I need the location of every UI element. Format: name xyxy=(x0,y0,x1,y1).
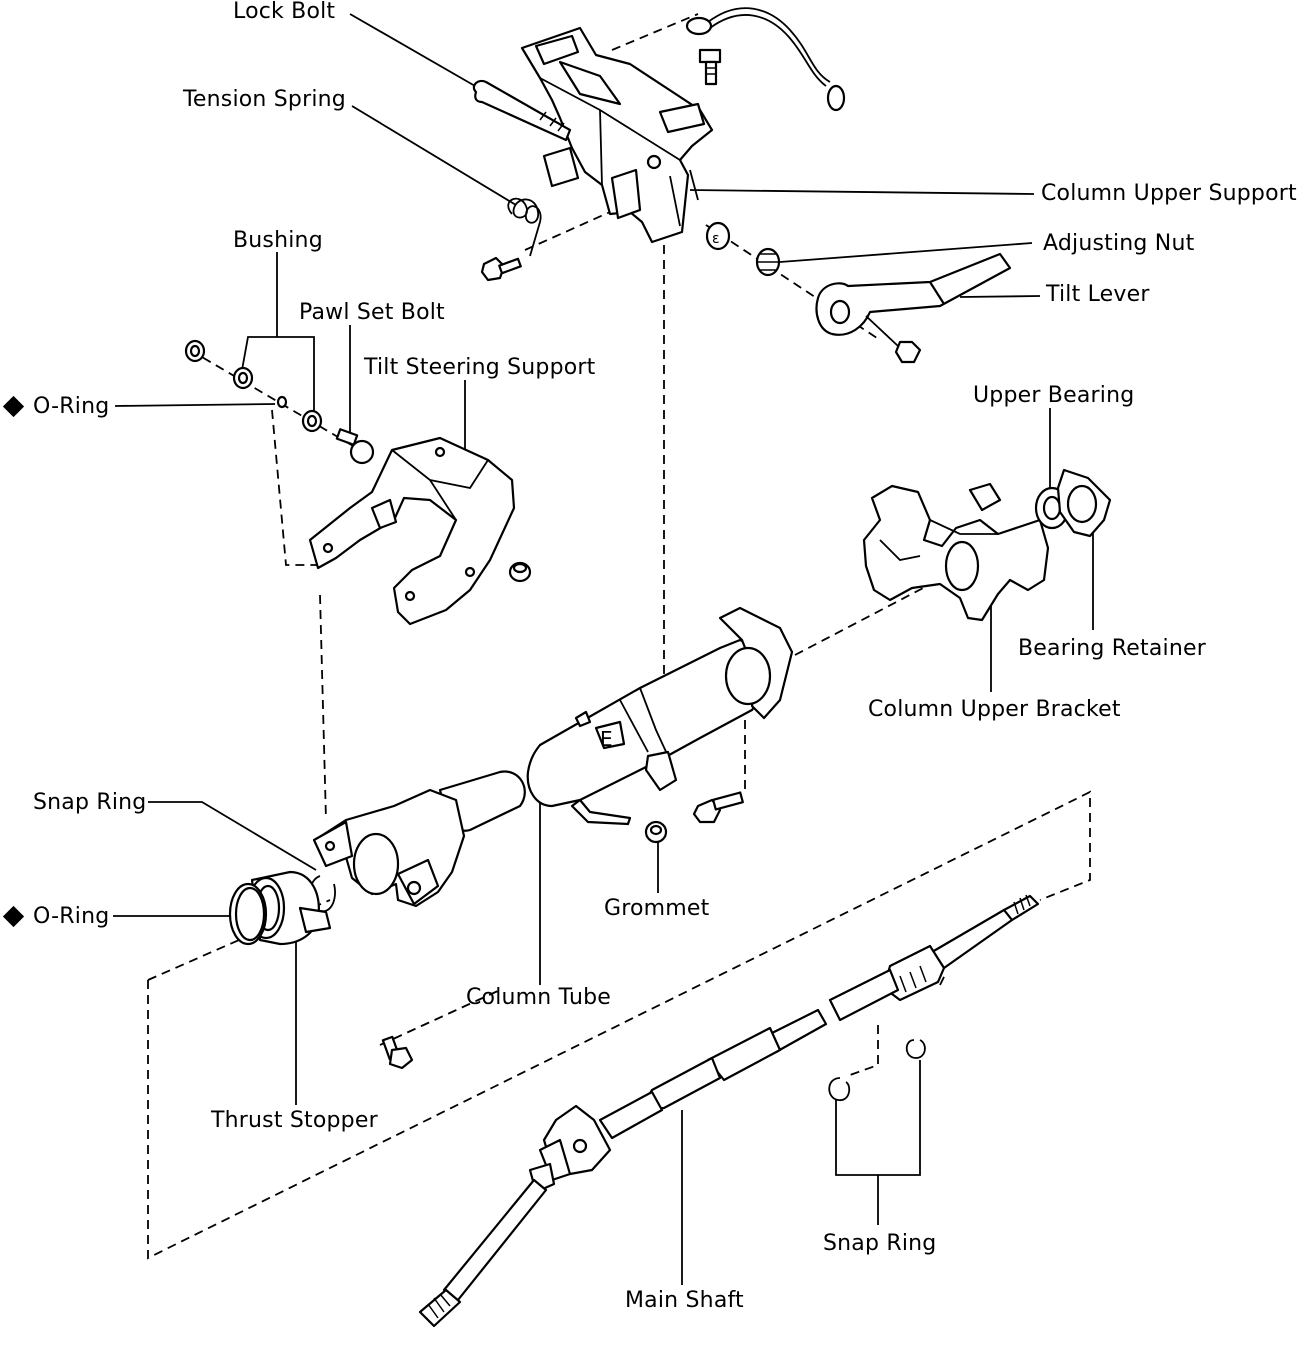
bolt-lower-left-part xyxy=(381,1035,414,1070)
label-column-upper-bracket: Column Upper Bracket xyxy=(868,697,1121,722)
column-tube-part: E xyxy=(526,606,794,826)
label-snap-ring-right: Snap Ring xyxy=(823,1231,937,1256)
label-o-ring-upper: O-Ring xyxy=(33,394,110,419)
bearing-retainer-part xyxy=(1056,468,1112,538)
label-tension-spring: Tension Spring xyxy=(183,87,346,112)
label-o-ring-lower: O-Ring xyxy=(33,904,110,929)
grommet-upper-part xyxy=(508,561,532,583)
ground-wire-part xyxy=(685,7,846,112)
label-tilt-lever: Tilt Lever xyxy=(1046,282,1150,307)
svg-text:ε: ε xyxy=(712,231,720,247)
lock-bolt-part xyxy=(472,79,572,142)
label-tilt-steering-support: Tilt Steering Support xyxy=(364,355,596,380)
snap-ring-right-parts xyxy=(828,1039,926,1101)
label-snap-ring-left: Snap Ring xyxy=(33,790,147,815)
label-thrust-stopper: Thrust Stopper xyxy=(211,1108,378,1133)
tension-spring-part xyxy=(507,197,542,257)
tilt-lever-part xyxy=(815,252,1012,336)
pawl-set-bolt-part xyxy=(335,428,375,465)
leader-lines xyxy=(113,13,1094,1285)
label-bushing: Bushing xyxy=(233,228,323,253)
svg-text:E: E xyxy=(600,727,613,751)
grommet-part xyxy=(644,820,668,844)
label-column-upper-support: Column Upper Support xyxy=(1041,181,1297,206)
label-upper-bearing: Upper Bearing xyxy=(973,383,1135,408)
label-pawl-set-bolt: Pawl Set Bolt xyxy=(299,300,445,325)
bolt-support-left-part xyxy=(480,256,522,282)
tilt-steering-support-part xyxy=(308,436,516,626)
label-lock-bolt: Lock Bolt xyxy=(233,0,336,24)
label-bearing-retainer: Bearing Retainer xyxy=(1018,636,1206,661)
label-grommet: Grommet xyxy=(604,896,710,921)
bolt-tilt-lever-part xyxy=(865,315,922,364)
bolt-column-tube-part xyxy=(692,791,744,824)
bushing-parts xyxy=(184,339,323,433)
label-column-tube: Column Tube xyxy=(466,985,611,1010)
o-ring-lower-part xyxy=(228,882,268,946)
bolt-top-part xyxy=(698,48,722,86)
main-shaft-part xyxy=(418,894,1040,1328)
column-tube-lower-part xyxy=(312,770,526,908)
column-upper-bracket-part xyxy=(862,482,1050,622)
column-upper-support-part xyxy=(520,26,714,244)
adjusting-nut-part: ε xyxy=(705,221,781,277)
label-main-shaft: Main Shaft xyxy=(625,1288,744,1313)
label-adjusting-nut: Adjusting Nut xyxy=(1043,231,1195,256)
